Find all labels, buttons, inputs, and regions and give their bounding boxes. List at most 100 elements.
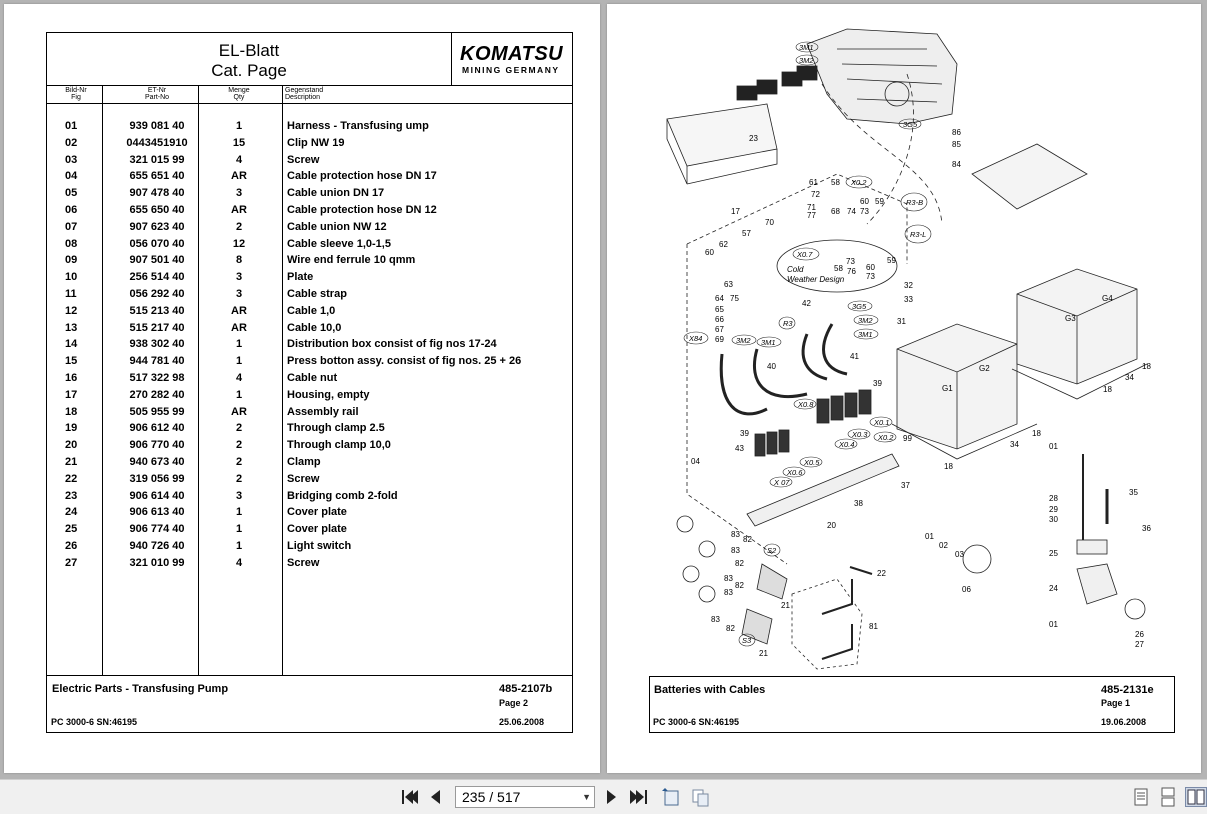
svg-text:74: 74: [847, 207, 856, 216]
svg-text:30: 30: [1049, 515, 1058, 524]
fig-cell: 25: [65, 523, 78, 536]
fig-cell: 16: [65, 372, 78, 384]
qty-cell: 1: [235, 338, 243, 351]
svg-text:S2: S2: [767, 546, 777, 555]
svg-text:29: 29: [1049, 505, 1058, 514]
qty-cell: 2: [235, 439, 243, 452]
description-cell: Distribution box consist of fig nos 17-2…: [287, 338, 497, 351]
svg-text:X0.2: X0.2: [877, 433, 894, 442]
svg-text:17: 17: [731, 207, 740, 216]
qty-cell: 3: [235, 489, 243, 502]
svg-text:82: 82: [726, 624, 735, 633]
svg-text:34: 34: [1125, 373, 1134, 382]
fig-cell: 20: [65, 439, 78, 452]
svg-text:83: 83: [731, 530, 740, 539]
svg-text:X0.4: X0.4: [838, 440, 854, 449]
fig-cell: 22: [65, 472, 78, 485]
qty-cell: 2: [235, 422, 243, 435]
svg-text:85: 85: [952, 140, 961, 149]
svg-text:83: 83: [724, 588, 733, 597]
description-cell: Cable strap: [287, 288, 347, 300]
part-no-cell: 321 015 99: [129, 153, 185, 166]
description-cell: Wire end ferrule 10 qmm: [287, 254, 416, 267]
qty-cell: 1: [235, 506, 243, 519]
svg-text:21: 21: [759, 649, 768, 658]
svg-text:X 07: X 07: [773, 478, 790, 487]
description-cell: Press botton assy. consist of fig nos. 2…: [287, 355, 522, 368]
part-no-cell: 515 213 40: [129, 304, 185, 317]
continuous-view-icon[interactable]: [1159, 787, 1177, 807]
svg-text:18: 18: [1032, 429, 1041, 438]
svg-text:3M1: 3M1: [858, 330, 873, 339]
fig-cell: 21: [65, 456, 78, 468]
svg-text:R3-B: R3-B: [906, 198, 923, 207]
first-page-icon[interactable]: [399, 787, 419, 807]
prev-page-icon[interactable]: [427, 787, 445, 807]
footer-machine: PC 3000-6 SN:46195: [51, 717, 138, 727]
page-number-select[interactable]: 235 / 517 ▼: [455, 786, 595, 808]
qty-cell: AR: [231, 170, 247, 183]
svg-text:01: 01: [1049, 442, 1058, 451]
svg-text:86: 86: [952, 128, 961, 137]
last-page-icon[interactable]: [628, 787, 650, 807]
fig-cell: 18: [65, 405, 78, 418]
fig-cell: 17: [65, 388, 78, 401]
part-no-cell: 906 614 40: [129, 489, 185, 502]
description-cell: Bridging comb 2-fold: [287, 489, 398, 502]
qty-cell: 2: [235, 456, 243, 468]
svg-text:63: 63: [724, 280, 733, 289]
svg-text:G1: G1: [942, 384, 953, 393]
svg-text:35: 35: [1129, 488, 1138, 497]
svg-text:60: 60: [860, 197, 869, 206]
svg-text:X0.3: X0.3: [851, 430, 868, 439]
svg-text:39: 39: [740, 429, 749, 438]
part-no-cell: 906 774 40: [129, 523, 185, 536]
svg-text:X0.7: X0.7: [796, 250, 813, 259]
svg-text:25: 25: [1049, 549, 1058, 558]
fig-cell: 10: [65, 271, 78, 284]
svg-text:73: 73: [846, 257, 855, 266]
fig-cell: 05: [65, 187, 78, 200]
svg-text:3M1: 3M1: [799, 43, 814, 52]
part-no-cell: 056 070 40: [129, 237, 185, 250]
description-cell: Screw: [287, 556, 320, 569]
fig-cell: 14: [65, 338, 78, 351]
svg-text:71: 71: [807, 203, 816, 212]
svg-text:84: 84: [952, 160, 961, 169]
svg-text:60: 60: [705, 248, 714, 257]
fig-cell: 27: [65, 556, 78, 569]
rotate-icon[interactable]: [660, 787, 682, 807]
fit-icon[interactable]: [690, 787, 712, 807]
svg-text:72: 72: [811, 190, 820, 199]
next-page-icon[interactable]: [602, 787, 620, 807]
cold-weather-label-2: Weather Design: [787, 275, 845, 284]
description-cell: Through clamp 10,0: [287, 439, 391, 452]
qty-cell: AR: [231, 405, 247, 418]
svg-text:24: 24: [1049, 584, 1058, 593]
part-no-cell: 907 623 40: [129, 220, 185, 233]
cold-weather-label-1: Cold: [787, 265, 804, 274]
footer-date: 25.06.2008: [499, 717, 545, 727]
part-no-cell: 944 781 40: [129, 355, 185, 368]
part-no-cell: 906 613 40: [129, 506, 185, 519]
svg-text:73: 73: [866, 272, 875, 281]
svg-text:75: 75: [730, 294, 739, 303]
two-page-view-icon[interactable]: [1185, 787, 1207, 807]
footer-divider: [47, 675, 572, 676]
single-page-view-icon[interactable]: [1132, 787, 1150, 807]
fig-cell: 15: [65, 355, 78, 368]
